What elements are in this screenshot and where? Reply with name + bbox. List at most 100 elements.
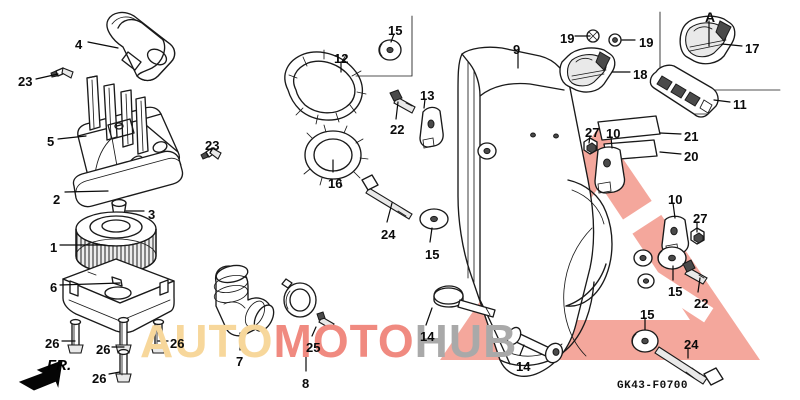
- callout-number-27: 27: [585, 125, 600, 140]
- part-6-air-cleaner-case: [62, 258, 175, 334]
- part-14-pin-a: [433, 285, 496, 318]
- leader-line-23: [35, 73, 59, 80]
- callout-number-11: 11: [733, 97, 747, 112]
- callout-number-6: 6: [50, 280, 58, 295]
- fr-direction-arrow: [18, 360, 63, 391]
- part-9-side-shroud: [457, 46, 655, 377]
- part-24-bolt-mid: [361, 174, 413, 220]
- callout-number-9: 9: [513, 42, 521, 57]
- part-12-seal-gasket: [284, 49, 367, 125]
- callout-number-23: 23: [18, 74, 33, 89]
- callout-number-26: 26: [92, 371, 107, 386]
- leader-line-20: [659, 151, 682, 155]
- callout-number-19: 19: [560, 31, 575, 46]
- callout-number-24: 24: [381, 227, 396, 242]
- part-18-emblem: [559, 47, 616, 93]
- callout-number-18: 18: [633, 67, 648, 82]
- part-number-code: GK43-F0700: [617, 380, 689, 392]
- callout-number-26: 26: [170, 336, 185, 351]
- part-14-pin-b: [506, 326, 564, 364]
- leader-line-13: [423, 98, 426, 109]
- part-26-bolt-d: [115, 348, 132, 383]
- part-4-cover: [106, 11, 176, 82]
- callout-number-4: 4: [75, 37, 83, 52]
- callout-number-26: 26: [45, 336, 60, 351]
- leader-line-14: [519, 344, 525, 356]
- callout-number-24: 24: [684, 337, 699, 352]
- callout-number-10: 10: [668, 192, 683, 207]
- callout-number-16: 16: [328, 176, 343, 191]
- part-23-screw-left: [50, 67, 74, 79]
- part-27-nut-upper: [583, 137, 598, 155]
- leader-line-25: [311, 326, 317, 337]
- part-19-screw-left: [586, 29, 600, 43]
- part-24-bolt-bottom: [654, 346, 724, 386]
- leader-line-15: [390, 33, 395, 43]
- callout-number-10: 10: [606, 126, 621, 141]
- callout-number-21: 21: [684, 129, 699, 144]
- part-2-cover-base: [72, 150, 184, 208]
- leader-line-6: [59, 282, 121, 286]
- leader-line-15: [429, 227, 433, 243]
- callout-number-26: 26: [96, 342, 111, 357]
- callout-number-27: 27: [693, 211, 708, 226]
- part-15-washer-bottom: [631, 329, 659, 353]
- detail-bracket-left: [355, 15, 413, 77]
- callout-number-15: 15: [388, 23, 403, 38]
- leader-line-10: [610, 136, 613, 149]
- part-22-bolt-lower: [682, 259, 708, 285]
- fr-label: FR.: [47, 357, 72, 374]
- part-25-screw: [316, 311, 335, 330]
- callout-number-22: 22: [694, 296, 709, 311]
- part-13-bracket: [419, 106, 444, 149]
- callout-leader-lines: [35, 33, 743, 375]
- leader-line-5: [57, 135, 87, 140]
- callout-number-25: 25: [306, 340, 321, 355]
- part-1-air-filter-element: [75, 211, 157, 274]
- leader-line-22: [395, 101, 399, 120]
- leader-line-14: [425, 307, 433, 326]
- part-7-connecting-tube: [213, 264, 275, 337]
- callout-number-14: 14: [516, 359, 531, 374]
- part-8-clamp: [281, 278, 317, 318]
- part-11-louver-trim: [649, 64, 719, 118]
- leader-line-17: [721, 43, 743, 47]
- callout-number-8: 8: [302, 376, 310, 391]
- callout-number-20: 20: [684, 149, 699, 164]
- part-15-washer-top: [378, 39, 402, 61]
- part-15-washer-lower: [657, 246, 687, 270]
- leader-line-11: [713, 99, 731, 103]
- callout-number-22: 22: [390, 122, 405, 137]
- leader-line-10: [672, 202, 676, 219]
- part-26-bolt-a: [67, 318, 84, 354]
- part-22-bolt-upper: [389, 89, 416, 114]
- callout-number-3: 3: [148, 207, 156, 222]
- leader-line-23: [209, 147, 214, 154]
- part-21-decal: [597, 115, 661, 141]
- part-10-bracket-upper: [594, 146, 626, 194]
- part-19-screw-right: [608, 33, 622, 47]
- breather-hose: [563, 227, 593, 357]
- callout-number-14: 14: [420, 329, 435, 344]
- leader-line-24: [386, 202, 393, 223]
- leader-line-21: [659, 132, 682, 135]
- callout-number-19: 19: [639, 35, 654, 50]
- callout-number-13: 13: [420, 88, 435, 103]
- callout-number-1: 1: [50, 240, 58, 255]
- callout-number-15: 15: [640, 307, 655, 322]
- callout-number-23: 23: [205, 138, 220, 153]
- leader-line-27: [588, 135, 591, 144]
- callout-number-2: 2: [53, 192, 61, 207]
- part-16-seal-ring: [303, 124, 369, 187]
- callout-number-17: 17: [745, 41, 760, 56]
- leader-line-2: [64, 190, 109, 193]
- callout-number-7: 7: [236, 354, 244, 369]
- part-15-washer-mid: [419, 208, 449, 230]
- part-17-emblem-detail: [679, 15, 736, 65]
- leader-line-4: [87, 41, 119, 49]
- callout-number-5: 5: [47, 134, 55, 149]
- leader-line-22: [697, 277, 701, 293]
- callout-number-15: 15: [668, 284, 683, 299]
